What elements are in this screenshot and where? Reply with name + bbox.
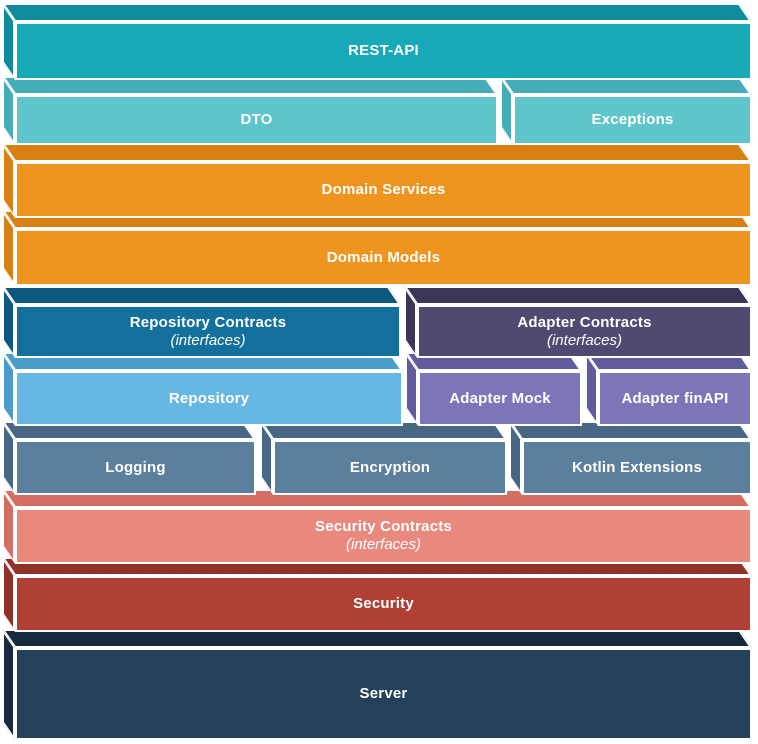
- layer-domain-services: Domain Services: [15, 162, 752, 218]
- layer-label: Logging: [105, 458, 166, 476]
- layer-exceptions: Exceptions: [513, 95, 752, 145]
- layer-label: REST-API: [348, 42, 419, 59]
- layer-adapter-mock: Adapter Mock: [418, 371, 582, 426]
- layer-kotlin-extensions-face: Kotlin Extensions: [522, 440, 752, 495]
- layer-domain-services-face: Domain Services: [15, 162, 752, 218]
- layer-encryption: Encryption: [273, 440, 507, 495]
- layer-label: Repository: [168, 389, 250, 407]
- layer-domain-models-face: Domain Models: [15, 229, 752, 286]
- layer-label: Adapter Contracts: [517, 313, 652, 331]
- layer-domain-models: Domain Models: [15, 229, 752, 286]
- layer-label: Exceptions: [591, 111, 674, 128]
- layer-label: Security: [353, 595, 414, 612]
- layer-sublabel: (interfaces): [546, 331, 623, 349]
- layer-security-contracts: Security Contracts (interfaces): [15, 508, 752, 564]
- layer-rest-api: REST-API: [15, 22, 752, 80]
- layer-security-face: Security: [15, 576, 752, 632]
- layer-adapter-contracts: Adapter Contracts (interfaces): [417, 305, 752, 358]
- layer-repository-face: Repository: [15, 371, 403, 426]
- layer-label: Repository Contracts: [129, 313, 287, 331]
- layer-label: Server: [359, 685, 408, 702]
- layer-label: Adapter finAPI: [621, 389, 729, 407]
- layer-repository: Repository: [15, 371, 403, 426]
- layer-exceptions-face: Exceptions: [513, 95, 752, 145]
- layer-adapter-mock-face: Adapter Mock: [418, 371, 582, 426]
- layer-label: Domain Services: [321, 181, 446, 198]
- layer-label: Kotlin Extensions: [571, 458, 703, 476]
- layer-sublabel: (interfaces): [345, 536, 422, 553]
- layer-server-face: Server: [15, 648, 752, 740]
- layer-rest-api-face: REST-API: [15, 22, 752, 80]
- layer-logging: Logging: [15, 440, 256, 495]
- layer-sublabel: (interfaces): [170, 331, 246, 349]
- layer-adapter-finapi-face: Adapter finAPI: [598, 371, 752, 426]
- layer-server: Server: [15, 648, 752, 740]
- layer-kotlin-extensions: Kotlin Extensions: [522, 440, 752, 495]
- layer-dto: DTO: [15, 95, 498, 145]
- layer-logging-face: Logging: [15, 440, 256, 495]
- layer-adapter-finapi: Adapter finAPI: [598, 371, 752, 426]
- layer-dto-face: DTO: [15, 95, 498, 145]
- layer-security: Security: [15, 576, 752, 632]
- layer-label: Encryption: [349, 458, 431, 476]
- layer-adapter-contracts-face: Adapter Contracts (interfaces): [417, 305, 752, 358]
- layer-security-contracts-face: Security Contracts (interfaces): [15, 508, 752, 564]
- layer-label: Domain Models: [326, 248, 441, 266]
- layer-encryption-face: Encryption: [273, 440, 507, 495]
- layer-label: DTO: [240, 111, 273, 128]
- layer-repository-contracts: Repository Contracts (interfaces): [15, 305, 401, 358]
- layer-label: Adapter Mock: [449, 389, 551, 407]
- layer-label: Security Contracts: [315, 518, 452, 535]
- layer-repository-contracts-face: Repository Contracts (interfaces): [15, 305, 401, 358]
